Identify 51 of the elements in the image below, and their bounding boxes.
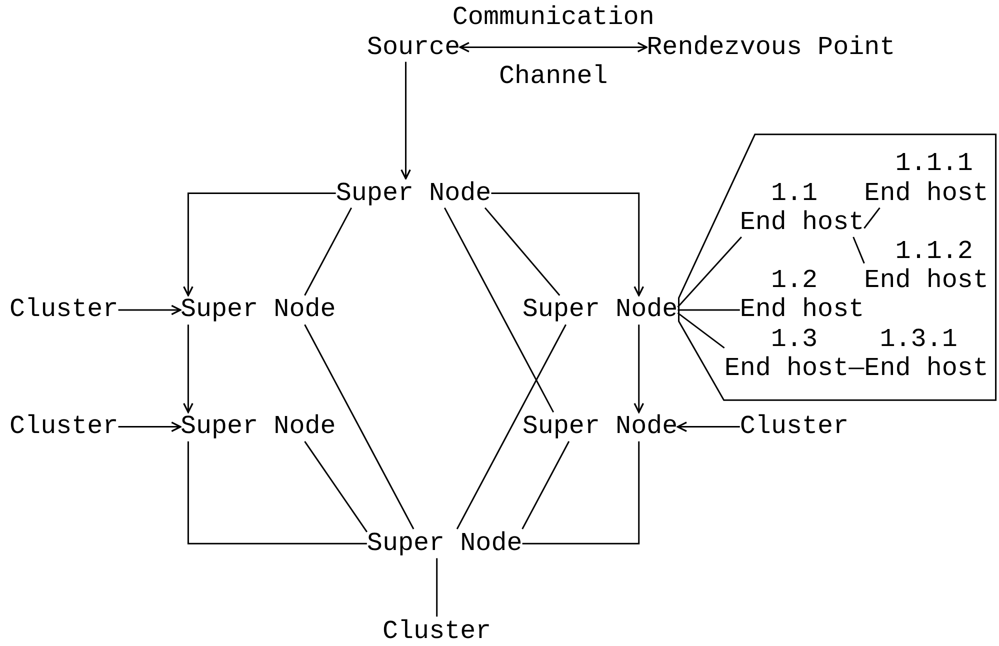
- arrow: [118, 422, 182, 432]
- node-label: Super Node: [180, 412, 336, 442]
- connector-line: [436, 558, 438, 617]
- connector-line: [864, 207, 880, 229]
- host-number: 1.1.1: [895, 149, 973, 179]
- connector-line: [522, 441, 640, 544]
- host-number: 1.3.1: [880, 324, 958, 354]
- host-number: 1.1.2: [895, 236, 973, 266]
- node-label: Super Node: [180, 295, 336, 325]
- connector-line: [187, 441, 367, 544]
- arrow: [634, 324, 644, 414]
- connector-line: [456, 324, 566, 530]
- arrow: [118, 304, 182, 316]
- edge-label: Channel: [499, 62, 608, 91]
- node-label: Cluster: [10, 295, 118, 325]
- arrow: [182, 324, 194, 414]
- host-label: End host: [740, 295, 864, 325]
- host-number: 1.3: [770, 324, 818, 354]
- connector-line: [304, 440, 368, 532]
- host-label: End host: [864, 354, 988, 383]
- node-label: Super Node: [336, 178, 492, 208]
- connector-line: [677, 236, 742, 308]
- host-label: End host: [724, 354, 849, 383]
- node-label: Super Node: [522, 412, 678, 442]
- connector-line: [484, 207, 560, 296]
- connector-line: [304, 324, 414, 530]
- host-label: End host: [864, 266, 988, 296]
- connector-line: [678, 309, 740, 311]
- node-label: Cluster: [740, 412, 849, 442]
- host-number: 1.2: [770, 266, 818, 296]
- host-label: End host: [864, 178, 988, 208]
- node-label: Super Node: [366, 529, 522, 558]
- connector-line: [852, 236, 865, 264]
- arrow: [676, 422, 740, 432]
- arrow: [182, 192, 336, 296]
- connector-line: [304, 207, 352, 296]
- arrow: [459, 42, 648, 52]
- host-number: 1.1: [770, 178, 818, 208]
- arrow: [491, 192, 644, 296]
- node-label: Rendezvous Point: [646, 32, 896, 62]
- node-label: Super Node: [522, 295, 678, 325]
- host-label: End host: [740, 208, 864, 237]
- connector-line: [444, 207, 554, 413]
- edge-label: Communication: [452, 3, 654, 33]
- connector-line: [848, 368, 864, 370]
- node-label: Cluster: [10, 412, 118, 442]
- connector-line: [522, 441, 570, 530]
- connector-line: [677, 312, 725, 349]
- node-label: Cluster: [382, 616, 492, 646]
- arrow: [400, 62, 411, 180]
- node-label: Source: [366, 32, 460, 62]
